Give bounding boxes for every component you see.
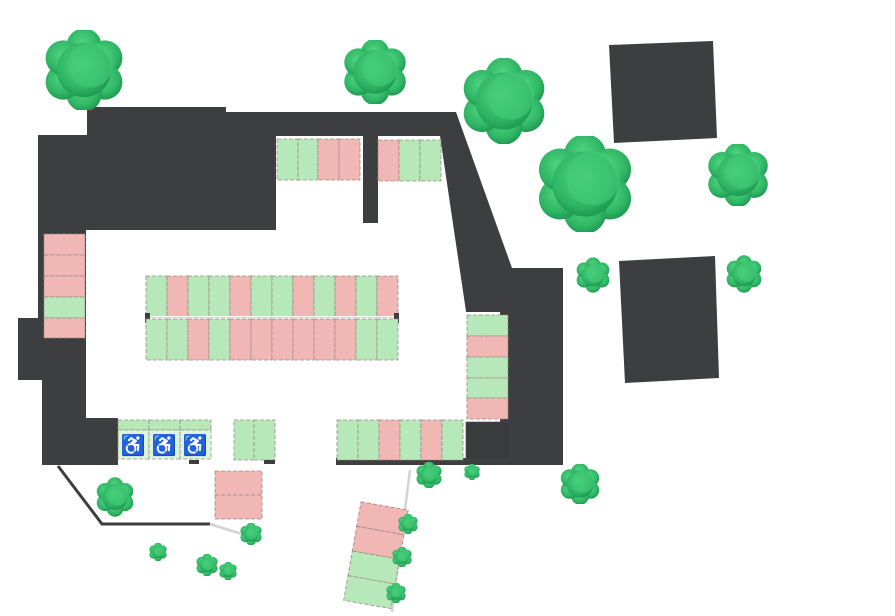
center-divider [145, 313, 399, 323]
parking-spot[interactable] [208, 275, 231, 318]
parking-spot[interactable] [250, 318, 273, 361]
parking-spot[interactable] [313, 318, 336, 361]
parking-spot[interactable] [466, 314, 509, 337]
zone-south-block [214, 470, 263, 520]
parking-spot[interactable] [43, 275, 86, 298]
parking-spot[interactable] [233, 419, 255, 461]
parking-spot-header [117, 419, 150, 431]
tree-icon [463, 58, 545, 144]
parking-spot[interactable] [43, 233, 86, 256]
building-northeast [609, 41, 717, 143]
parking-spot[interactable] [229, 275, 252, 318]
tree-icon [344, 40, 406, 104]
zone-center-top-row [145, 275, 399, 318]
parking-spot[interactable] [399, 419, 422, 461]
tree-icon [219, 562, 237, 580]
parking-spot[interactable] [271, 275, 294, 318]
parking-spot[interactable] [43, 296, 86, 319]
accessible-spot[interactable] [117, 429, 150, 460]
parking-spot[interactable] [276, 138, 299, 181]
wheelchair-icon: ♿ [183, 433, 208, 457]
parking-spot[interactable] [229, 318, 252, 361]
parking-spot[interactable] [357, 419, 380, 461]
parking-spot[interactable] [336, 419, 359, 461]
parking-spot[interactable] [43, 254, 86, 277]
zone-top-left-row [276, 138, 361, 181]
parking-spot[interactable] [376, 318, 399, 361]
parking-spot-header [179, 419, 212, 431]
tree-icon [726, 255, 762, 293]
parking-spot[interactable] [187, 275, 210, 318]
parking-spot[interactable] [292, 275, 315, 318]
parking-spot[interactable] [214, 470, 263, 496]
parking-spot[interactable] [43, 317, 86, 339]
tree-icon [416, 462, 442, 488]
parking-spot[interactable] [145, 318, 168, 361]
parking-spot[interactable] [378, 419, 401, 461]
zone-east-column [466, 314, 509, 420]
tree-icon [96, 477, 134, 517]
parking-spot[interactable] [419, 139, 442, 182]
parking-spot[interactable] [355, 318, 378, 361]
parking-spot[interactable] [377, 139, 400, 182]
parking-spot[interactable] [250, 275, 273, 318]
parking-spot[interactable] [271, 318, 294, 361]
parking-spot[interactable] [466, 377, 509, 399]
tree-icon [45, 30, 123, 110]
accessible-spot[interactable] [148, 429, 181, 460]
tree-icon [464, 464, 480, 480]
parking-spot[interactable] [253, 419, 276, 461]
parking-spot[interactable] [145, 275, 168, 318]
zone-west-column [43, 233, 86, 339]
parking-spot[interactable] [398, 139, 421, 182]
parking-spot[interactable] [466, 335, 509, 358]
garage-block [465, 421, 511, 461]
accessible-spot[interactable] [179, 429, 212, 460]
wheelchair-icon: ♿ [152, 433, 177, 457]
tree-icon [560, 464, 600, 504]
building-east [619, 256, 719, 383]
zone-south-pair [233, 419, 276, 464]
parking-spot[interactable] [187, 318, 210, 361]
parking-spot[interactable] [208, 318, 231, 361]
zone-south-row [336, 419, 464, 461]
tree-icon [196, 554, 218, 576]
zone-center-bottom-row [145, 318, 399, 361]
tree-icon [576, 257, 610, 293]
parking-spot[interactable] [297, 138, 319, 181]
parking-spot[interactable] [166, 318, 189, 361]
tree-icon [538, 136, 632, 232]
parking-spot[interactable] [334, 318, 357, 361]
zone-top-right-row [377, 139, 442, 182]
parking-spot-header [148, 419, 181, 431]
zone-street-spots [343, 501, 409, 610]
tree-icon [240, 523, 262, 545]
parking-spot[interactable] [292, 318, 315, 361]
parking-spot[interactable] [334, 275, 357, 318]
wheelchair-icon: ♿ [121, 433, 146, 457]
parking-spot[interactable] [376, 275, 399, 318]
parking-spot[interactable] [420, 419, 443, 461]
zone-south-accessible: ♿ ♿ ♿ [117, 419, 212, 464]
parking-spot[interactable] [214, 494, 263, 520]
parking-spot[interactable] [166, 275, 189, 318]
tree-icon [149, 543, 167, 561]
parking-spot[interactable] [355, 275, 378, 318]
parking-spot[interactable] [317, 138, 340, 181]
parking-spot[interactable] [466, 397, 509, 420]
parking-spot[interactable] [441, 419, 464, 461]
tree-icon [708, 144, 768, 206]
parking-spot[interactable] [338, 138, 361, 181]
parking-spot[interactable] [466, 356, 509, 379]
parking-spot[interactable] [313, 275, 336, 318]
